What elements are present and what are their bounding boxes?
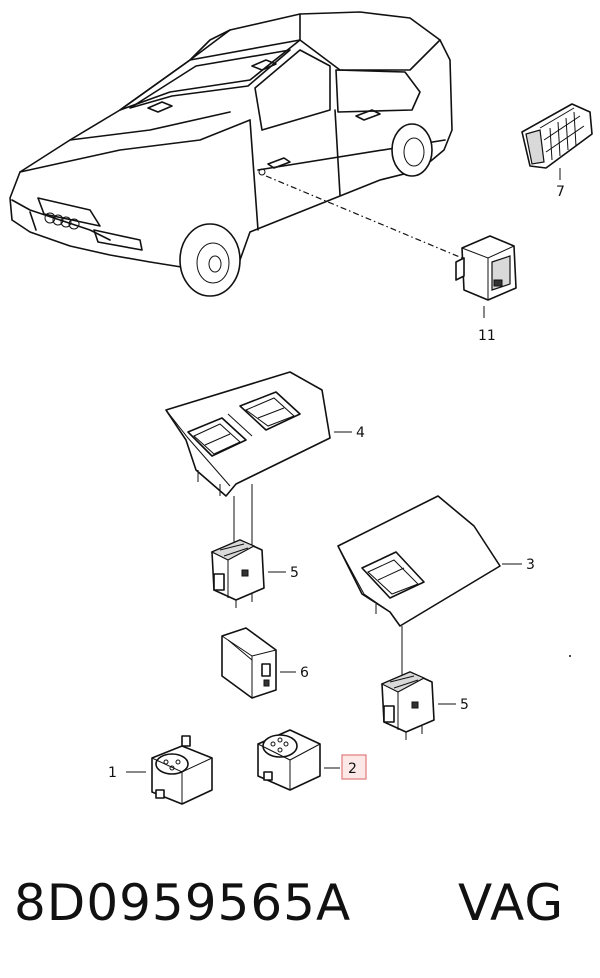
leader-line-11 [265, 175, 463, 259]
callout-11: 11 [478, 328, 496, 344]
callout-6: 6 [300, 665, 309, 681]
part-5-switch-upper [210, 539, 265, 608]
callout-3: 3 [526, 557, 535, 573]
brand-text: VAG [458, 874, 564, 932]
speck [569, 655, 571, 657]
callout-1: 1 [108, 765, 117, 781]
callout-2-highlight [341, 754, 367, 780]
part-5-switch-lower [380, 671, 435, 740]
part-number-text: 8D0959565A [14, 874, 351, 932]
callout-5-lower: 5 [460, 697, 469, 713]
part-2-socket [257, 729, 321, 791]
callout-2: 2 [348, 761, 357, 777]
part-1-socket [151, 735, 213, 805]
part-4-double-panel [165, 371, 331, 497]
callout-7: 7 [556, 184, 565, 200]
callout-5-upper: 5 [290, 565, 299, 581]
part-7-connector [521, 103, 593, 180]
car-illustration [9, 11, 453, 297]
part-11-switch [455, 235, 517, 318]
part-6-module [221, 627, 277, 699]
callout-4: 4 [356, 425, 365, 441]
part-3-single-panel [337, 495, 501, 627]
